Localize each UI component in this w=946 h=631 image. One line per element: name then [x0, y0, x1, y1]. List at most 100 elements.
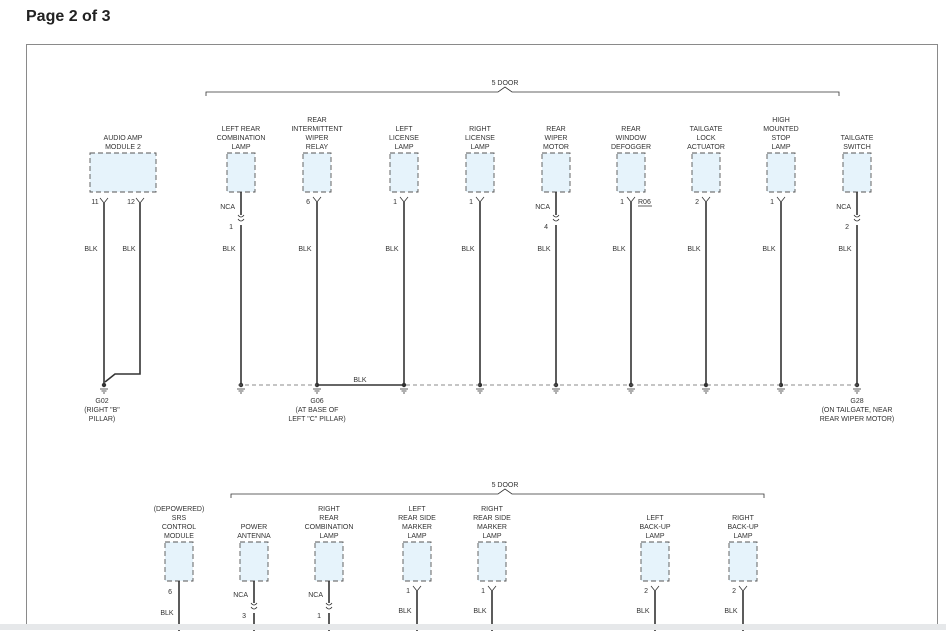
pin-connector	[487, 585, 497, 592]
srs-box	[164, 541, 194, 582]
pin-connector	[475, 196, 485, 203]
hmsl-box	[766, 152, 796, 193]
pin-connector	[650, 585, 660, 592]
pin-connector	[701, 196, 711, 203]
pin-number: 6	[306, 199, 310, 206]
ground-symbol-tla	[703, 382, 709, 388]
rwm-label: REAR	[546, 126, 565, 133]
audio-amp-label: MODULE 2	[105, 144, 141, 151]
lbu-label: LEFT	[646, 515, 664, 522]
rbu-label: LAMP	[733, 533, 752, 540]
ground-label-g02: G02	[95, 398, 108, 405]
pin-number: 11	[91, 199, 98, 206]
wire-color-label: BLK	[122, 246, 136, 253]
rrsm-label: MARKER	[477, 524, 507, 531]
ground-symbol-g02	[101, 382, 107, 388]
rll-box	[465, 152, 495, 193]
srs-label: SRS	[172, 515, 187, 522]
rrcl-label: RIGHT	[318, 506, 341, 513]
pin-number: 1	[393, 199, 397, 206]
bracket-bottom	[230, 488, 765, 498]
tla-label: ACTUATOR	[687, 144, 725, 151]
lrcl-label: LEFT REAR	[222, 126, 260, 133]
rwd-label: DEFOGGER	[611, 144, 651, 151]
lrsm-box	[402, 541, 432, 582]
pin-number: 6	[168, 589, 172, 596]
lbu-label: BACK-UP	[639, 524, 670, 531]
nca-connector	[250, 602, 258, 610]
riwr-label: RELAY	[306, 144, 329, 151]
pin-connector	[99, 197, 109, 204]
lrcl-label: LAMP	[231, 144, 250, 151]
page-title: Page 2 of 3	[26, 8, 111, 25]
pin-number: 1	[481, 588, 485, 595]
rrsm-label: LAMP	[482, 533, 501, 540]
pa-label: POWER	[241, 524, 267, 531]
rbu-label: BACK-UP	[727, 524, 758, 531]
ground-label-g02: (RIGHT "B"	[84, 407, 120, 414]
lll-label: LAMP	[394, 144, 413, 151]
audio-amp-module-box	[89, 152, 157, 193]
rwm-box	[541, 152, 571, 193]
srs-label: CONTROL	[162, 524, 196, 531]
wire-color-label: BLK	[398, 608, 412, 615]
nca-label: NCA	[308, 592, 323, 599]
tgs-label: SWITCH	[843, 144, 871, 151]
nca-connector	[237, 214, 245, 222]
riwr-box	[302, 152, 332, 193]
rrcl-label: COMBINATION	[305, 524, 354, 531]
pin-number: 2	[732, 588, 736, 595]
bracket-label-top: 5 DOOR	[492, 80, 519, 87]
rrsm-box	[477, 541, 507, 582]
rrcl-box	[314, 541, 344, 582]
wire-color-label: BLK	[160, 610, 174, 617]
pin-connector	[776, 196, 786, 203]
ground-label-g28: (ON TAILGATE, NEAR	[822, 407, 893, 414]
tgs-box	[842, 152, 872, 193]
rrsm-label: REAR SIDE	[473, 515, 511, 522]
srs-label: (DEPOWERED)	[154, 506, 205, 513]
hmsl-label: MOUNTED	[763, 126, 798, 133]
rwm-label: MOTOR	[543, 144, 569, 151]
riwr-label: INTERMITTENT	[291, 126, 343, 133]
wire-color-label: BLK	[724, 608, 738, 615]
rrsm-label: RIGHT	[481, 506, 504, 513]
wire-color-label: BLK	[762, 246, 776, 253]
pin-number: 4	[544, 224, 548, 231]
nca-label: NCA	[535, 204, 550, 211]
lrsm-label: REAR SIDE	[398, 515, 436, 522]
lll-label: LICENSE	[389, 135, 419, 142]
wire-color-label: BLK	[687, 246, 701, 253]
ground-label-g02: PILLAR)	[89, 416, 115, 423]
rll-label: LICENSE	[465, 135, 495, 142]
wire-color-label: BLK	[612, 246, 626, 253]
lbu-label: LAMP	[645, 533, 664, 540]
ground-label-g28: G28	[850, 398, 863, 405]
scroll-strip[interactable]	[0, 624, 946, 630]
nca-label: NCA	[220, 204, 235, 211]
tla-label: LOCK	[696, 135, 715, 142]
lrcl-box	[226, 152, 256, 193]
nca-label: NCA	[233, 592, 248, 599]
pin-number: 1	[406, 588, 410, 595]
rrcl-label: LAMP	[319, 533, 338, 540]
rll-label: LAMP	[470, 144, 489, 151]
tla-label: TAILGATE	[690, 126, 723, 133]
nca-connector	[552, 214, 560, 222]
pin-number: 12	[127, 199, 135, 206]
ground-label-g06: G06	[310, 398, 323, 405]
lll-label: LEFT	[395, 126, 413, 133]
riwr-label: REAR	[307, 117, 326, 124]
pin-connector	[738, 585, 748, 592]
rwd-label: WINDOW	[616, 135, 647, 142]
wire-color-label: BLK	[461, 246, 475, 253]
connector-ref: R06	[638, 199, 651, 206]
pin-connector	[626, 196, 636, 203]
hmsl-label: HIGH	[772, 117, 790, 124]
bracket-top	[205, 86, 840, 96]
pa-box	[239, 541, 269, 582]
pin-number: 2	[644, 588, 648, 595]
rll-label: RIGHT	[469, 126, 492, 133]
